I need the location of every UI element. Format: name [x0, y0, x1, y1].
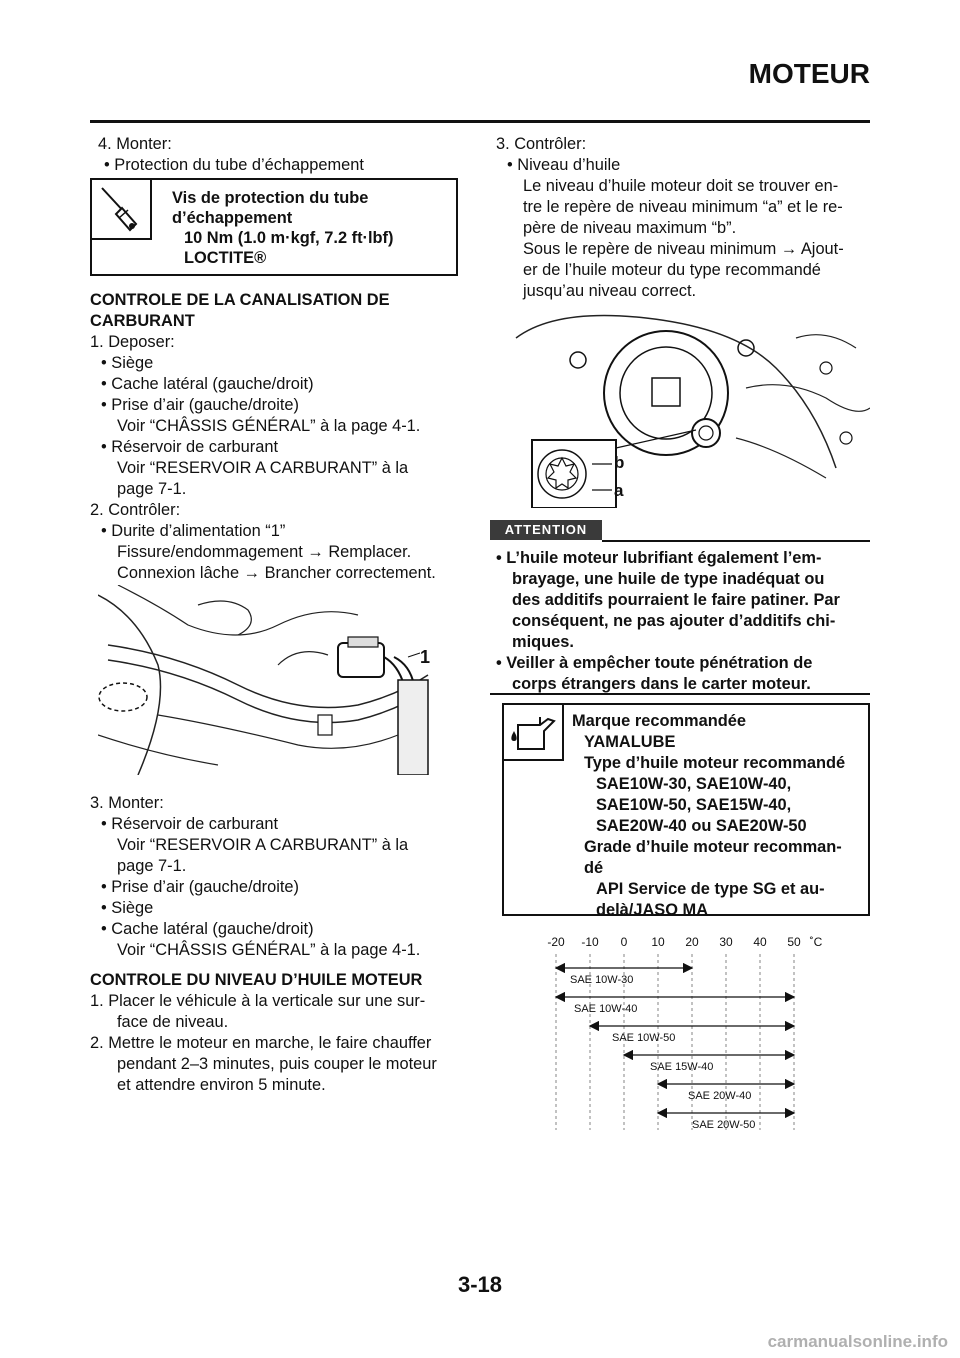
fuel-step-3-b2: • Prise d’air (gauche/droite): [101, 878, 299, 896]
viscosity-grade-label: SAE 20W-40: [688, 1090, 751, 1102]
viscosity-grade-label: SAE 10W-30: [570, 974, 633, 986]
oil-step-2c: et attendre environ 5 minute.: [117, 1076, 326, 1094]
temp-tick-label: 20: [685, 935, 699, 949]
fuel-step-3-b1-ref2: page 7-1.: [117, 857, 187, 875]
fuel-step-2-b1-a: Fissure/endommagement → Remplacer.: [117, 543, 412, 561]
attention-2b: corps étrangers dans le carter moteur.: [512, 675, 811, 693]
check-text-1: Le niveau d’huile moteur doit se trouver…: [523, 177, 839, 195]
torque-line-1: Vis de protection du tube: [172, 189, 369, 207]
attention-1d: conséquent, ne pas ajouter d’additifs ch…: [512, 612, 836, 630]
temp-tick-label: ˚C: [810, 935, 823, 949]
oil-box-l1: Marque recommandée: [572, 712, 746, 730]
oil-step-2a: 2. Mettre le moteur en marche, le faire …: [90, 1034, 432, 1052]
temp-tick-label: -20: [547, 935, 565, 949]
fuel-step-1-b3-ref: Voir “CHÂSSIS GÉNÉRAL” à la page 4-1.: [117, 417, 421, 435]
header-rule: [90, 120, 870, 123]
oil-box-l5: SAE10W-50, SAE15W-40,: [596, 796, 792, 814]
oil-box-l7: Grade d’huile moteur recomman-: [584, 838, 842, 856]
fuel-step-3-b4: • Cache latéral (gauche/droit): [101, 920, 314, 938]
check-text-3: père de niveau maximum “b”.: [523, 219, 737, 237]
temp-tick-label: 40: [753, 935, 767, 949]
oil-box-l8: dé: [584, 859, 604, 877]
attention-1c: des additifs pourraient le faire patiner…: [512, 591, 840, 609]
step-4-bullet: • Protection du tube d’échappement: [104, 156, 364, 174]
attention-rule: [602, 540, 870, 542]
fuel-line-heading-1: CONTROLE DE LA CANALISATION DE: [90, 291, 390, 309]
fuel-step-3-b4-ref: Voir “CHÂSSIS GÉNÉRAL” à la page 4-1.: [117, 941, 421, 959]
fuel-line-heading-2: CARBURANT: [90, 312, 195, 330]
oil-step-1a: 1. Placer le véhicule à la verticale sur…: [90, 992, 426, 1010]
fuel-step-1-b4: • Réservoir de carburant: [101, 438, 279, 456]
oil-level-heading: CONTROLE DU NIVEAU D’HUILE MOTEUR: [90, 971, 423, 989]
fuel-step-1-b2: • Cache latéral (gauche/droit): [101, 375, 314, 393]
viscosity-grade-label: SAE 20W-50: [692, 1119, 755, 1131]
attention-badge: ATTENTION: [490, 520, 602, 540]
viscosity-grade-label: SAE 10W-50: [612, 1032, 675, 1044]
temp-tick-label: 0: [621, 935, 628, 949]
recommended-oil-box: Marque recommandée YAMALUBE Type d’huile…: [502, 703, 870, 919]
viscosity-grade-label: SAE 10W-40: [574, 1003, 637, 1015]
temp-tick-label: -10: [581, 935, 599, 949]
fuel-step-3-b1-ref1: Voir “RESERVOIR A CARBURANT” à la: [117, 836, 409, 854]
fuel-step-1: 1. Deposer:: [90, 333, 175, 351]
fuel-step-1-b3: • Prise d’air (gauche/droite): [101, 396, 299, 414]
attention-1e: miques.: [512, 633, 574, 651]
check-step-3: 3. Contrôler:: [496, 135, 587, 153]
callout-b: b: [614, 453, 625, 472]
oil-box-l10: delà/JASO MA: [596, 901, 709, 919]
callout-a: a: [614, 481, 624, 500]
oil-can-icon: [502, 703, 564, 761]
oil-step-2b: pendant 2–3 minutes, puis couper le mote…: [117, 1055, 437, 1073]
oil-box-l6: SAE20W-40 ou SAE20W-50: [596, 817, 807, 835]
watermark: carmanualsonline.info: [767, 1332, 948, 1351]
check-text-4: Sous le repère de niveau minimum → Ajout…: [523, 240, 844, 258]
attention-1a: • L’huile moteur lubrifiant également l’…: [496, 549, 822, 567]
temp-tick-label: 10: [651, 935, 665, 949]
fuel-step-1-b1: • Siège: [101, 354, 154, 372]
torque-loctite: LOCTITE®: [184, 249, 267, 267]
oil-box-l9: API Service de type SG et au-: [596, 880, 825, 898]
torque-box: Vis de protection du tube d’échappement …: [90, 178, 458, 276]
fuel-step-3: 3. Monter:: [90, 794, 164, 812]
oil-level-illustration: b a: [496, 308, 871, 509]
fuel-step-1-b4-ref2: page 7-1.: [117, 480, 187, 498]
check-step-3-b1: • Niveau d’huile: [507, 156, 621, 174]
page-title: MOTEUR: [748, 58, 870, 89]
oil-box-l2: YAMALUBE: [584, 733, 676, 751]
torque-line-2: d’échappement: [172, 209, 293, 227]
callout-1: 1: [420, 647, 431, 667]
fuel-step-3-b3: • Siège: [101, 899, 154, 917]
oil-box-l4: SAE10W-30, SAE10W-40,: [596, 775, 792, 793]
fuel-hose-illustration: 1: [97, 584, 460, 776]
attention-1b: brayage, une huile de type inadéquat ou: [512, 570, 825, 588]
fuel-step-2: 2. Contrôler:: [90, 501, 181, 519]
torque-value: 10 Nm (1.0 m·kgf, 7.2 ft·lbf): [184, 229, 394, 247]
torque-wrench-icon: [90, 178, 152, 240]
oil-box-l3: Type d’huile moteur recommandé: [584, 754, 846, 772]
page-number: 3-18: [457, 1272, 503, 1297]
step-4: 4. Monter:: [98, 135, 172, 153]
attention-bottom-rule: [490, 693, 870, 695]
attention-2a: • Veiller à empêcher toute pénétration d…: [496, 654, 813, 672]
temp-tick-label: 30: [719, 935, 733, 949]
check-text-6: jusqu’au niveau correct.: [523, 282, 697, 300]
oil-step-1b: face de niveau.: [117, 1013, 229, 1031]
check-text-5: er de l’huile moteur du type recommandé: [523, 261, 821, 279]
fuel-step-2-b1: • Durite d’alimentation “1”: [101, 522, 286, 540]
fuel-step-1-b4-ref1: Voir “RESERVOIR A CARBURANT” à la: [117, 459, 409, 477]
fuel-step-2-b1-b: Connexion lâche → Brancher correctement.: [117, 564, 436, 582]
viscosity-grade-label: SAE 15W-40: [650, 1061, 713, 1073]
check-text-2: tre le repère de niveau minimum “a” et l…: [523, 198, 843, 216]
fuel-step-3-b1: • Réservoir de carburant: [101, 815, 279, 833]
temp-tick-label: 50: [787, 935, 801, 949]
